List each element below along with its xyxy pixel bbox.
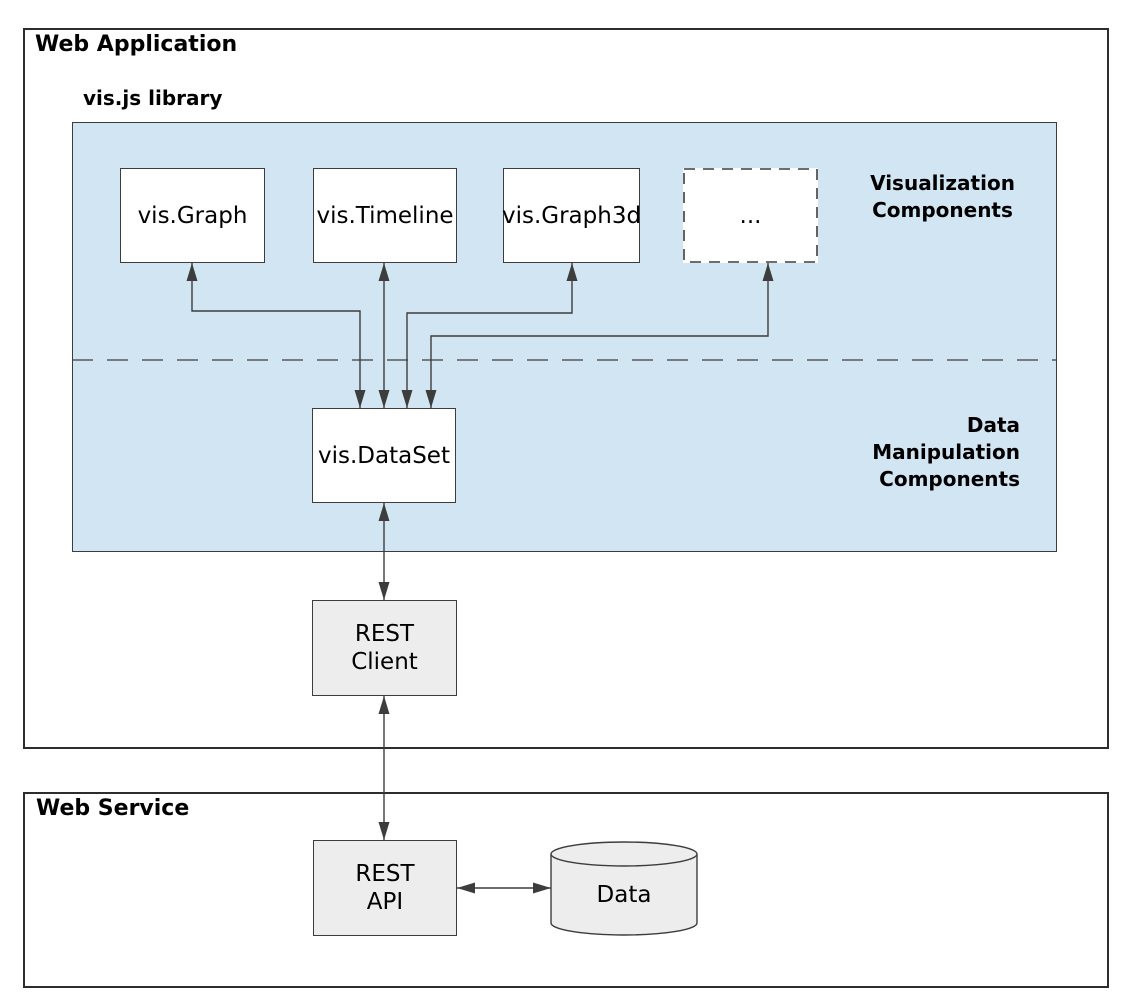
node-rest-api: REST API [313,840,457,936]
node-vis-graph: vis.Graph [120,168,265,263]
node-other-label: ... [739,202,762,229]
visualization-components-label: Visualization Components [870,171,1015,222]
visjs-library-title: vis.js library [83,86,223,110]
data-manipulation-components-label: Data Manipulation Components [872,413,1020,491]
web-application-title: Web Application [35,32,238,57]
node-other-components: ... [683,168,818,263]
node-vis-graph3d: vis.Graph3d [502,168,641,263]
node-vis-dataset: vis.DataSet [312,408,456,503]
node-vis-timeline: vis.Timeline [313,168,457,263]
web-service-title: Web Service [36,796,190,821]
node-rest-client: REST Client [312,600,457,696]
dashed-border [683,168,818,263]
database-label: Data [596,882,652,908]
